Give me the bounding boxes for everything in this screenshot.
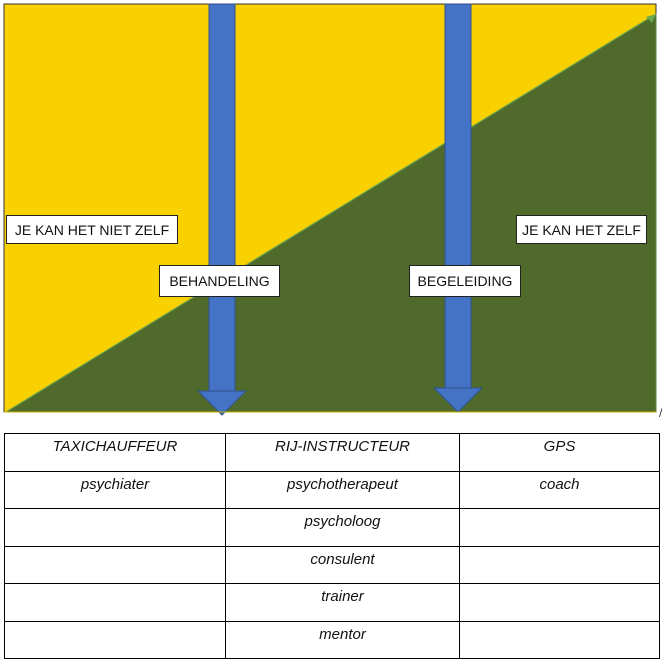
table-row: psycholoog bbox=[4, 508, 660, 547]
table-cell: psychiater bbox=[4, 470, 226, 509]
table-row: consulent bbox=[4, 545, 660, 584]
label-behandeling: BEHANDELING bbox=[159, 265, 280, 297]
roles-table: TAXICHAUFFEUR RIJ-INSTRUCTEUR GPS psychi… bbox=[4, 433, 660, 659]
label-je-kan-het-niet-zelf: JE KAN HET NIET ZELF bbox=[6, 215, 178, 244]
table-cell bbox=[4, 583, 226, 622]
table-cell: psycholoog bbox=[225, 508, 460, 547]
table-cell bbox=[4, 545, 226, 584]
table-cell bbox=[459, 583, 660, 622]
table-row: trainer bbox=[4, 583, 660, 622]
arrow-behandeling bbox=[196, 3, 248, 416]
header-taxichauffeur: TAXICHAUFFEUR bbox=[4, 433, 226, 472]
header-rij-instructeur: RIJ-INSTRUCTEUR bbox=[225, 433, 460, 472]
table-cell: consulent bbox=[225, 545, 460, 584]
label-je-kan-het-zelf: JE KAN HET ZELF bbox=[516, 215, 647, 244]
triangle-hypotenuse bbox=[5, 13, 657, 413]
table-row: mentor bbox=[4, 620, 660, 659]
header-gps: GPS bbox=[459, 433, 660, 472]
table-cell bbox=[4, 620, 226, 659]
table-cell: mentor bbox=[225, 620, 460, 659]
table-cell bbox=[459, 545, 660, 584]
table-cell bbox=[459, 508, 660, 547]
table-cell bbox=[4, 508, 226, 547]
arrow-begeleiding bbox=[432, 3, 484, 413]
table-header-row: TAXICHAUFFEUR RIJ-INSTRUCTEUR GPS bbox=[4, 433, 660, 472]
arrow-up-right-tip bbox=[646, 14, 656, 23]
table-cell: psychotherapeut bbox=[225, 470, 460, 509]
table-cell bbox=[459, 620, 660, 659]
label-begeleiding: BEGELEIDING bbox=[409, 265, 521, 297]
table-row: psychiater psychotherapeut coach bbox=[4, 470, 660, 509]
diagram-canvas bbox=[3, 3, 657, 416]
edge-mark: / bbox=[659, 406, 663, 420]
table-cell: coach bbox=[459, 470, 660, 509]
table-cell: trainer bbox=[225, 583, 460, 622]
